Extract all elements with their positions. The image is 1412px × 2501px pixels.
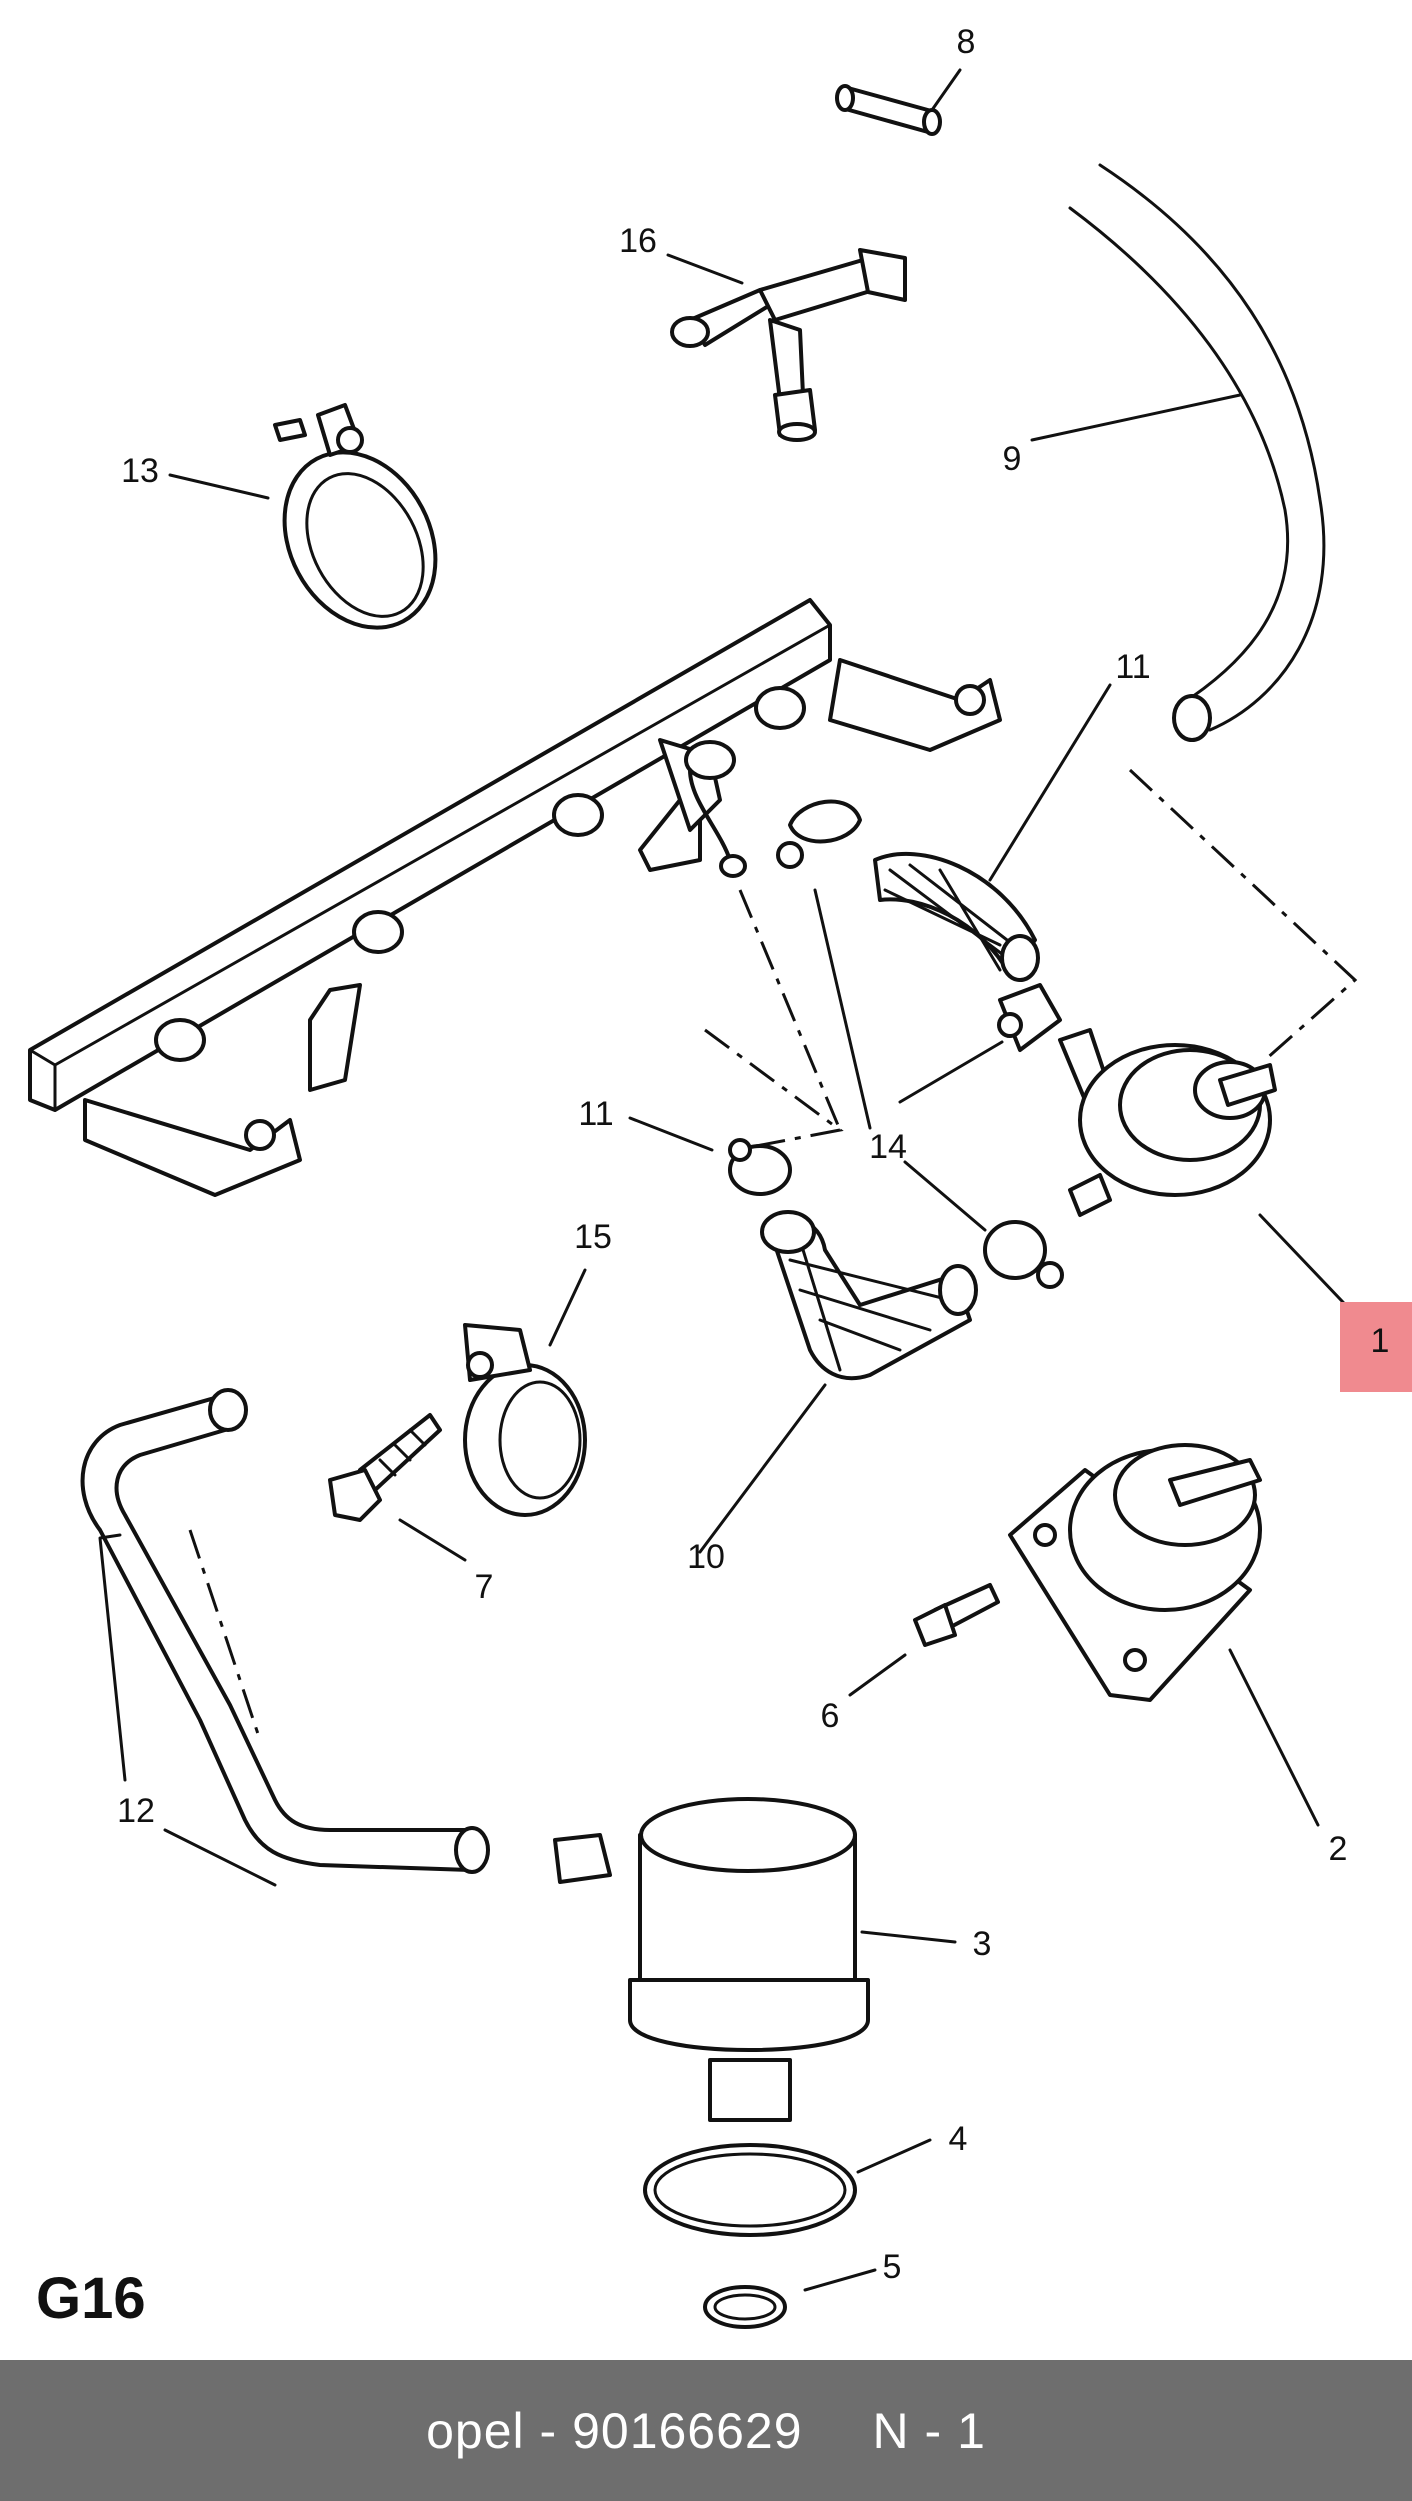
part-11-braided-hose-upper [873,851,1040,982]
part-13-clamp-ring [273,403,438,630]
callout-4: 4 [949,2120,968,2158]
assembly-guide-lines [188,768,1358,1741]
callout-3: 3 [973,1925,992,1963]
callout-12: 12 [117,1792,155,1830]
brand-name: opel [426,2402,525,2459]
callout-11-upper: 11 [1115,648,1150,686]
part-16-t-connector [670,248,907,442]
part-2-regulator-assembly [1008,1443,1262,1702]
callout-14: 14 [869,1128,907,1166]
callout-15: 15 [574,1218,612,1256]
callout-9: 9 [1003,440,1022,478]
callout-1-highlight [1340,1302,1412,1392]
callout-6: 6 [821,1697,840,1735]
callout-5: 5 [883,2248,902,2286]
part-1-pressure-regulator [1058,1028,1277,1217]
position-code: N - 1 [872,2402,986,2459]
section-code: G16 [36,2266,146,2331]
callout-16: 16 [619,222,657,260]
separator-dash: - [539,2402,558,2459]
callout-10: 10 [687,1538,725,1576]
callout-2: 2 [1329,1830,1348,1868]
exploded-parts-diagram: 8 16 9 13 11 11 14 15 1 10 7 6 2 12 3 4 … [28,23,1412,2331]
part-10-braided-elbow-hose [760,1210,978,1381]
part-14-hose-clamps [776,799,1064,1289]
part-footer-bar: opel - 90166629 N - 1 [0,2360,1412,2501]
part-12-bent-pipe [80,1388,490,1874]
callout-7: 7 [475,1568,494,1606]
callout-1: 1 [1371,1322,1390,1360]
callout-13: 13 [121,452,159,490]
fuel-rail [28,598,1002,1197]
callout-8: 8 [957,23,976,61]
part-9-hose [1068,163,1326,742]
part-7-bolt [328,1413,442,1522]
footer-space [557,2402,572,2460]
part-4-o-ring [643,2143,857,2237]
part-11-small-clamp [728,1138,792,1196]
part-5-seal [703,2285,787,2329]
callout-labels: 8 16 9 13 11 11 14 15 1 10 7 6 2 12 3 4 … [117,23,1412,2286]
callout-11-lower: 11 [578,1095,613,1133]
part-6-fitting [913,1583,1000,1647]
part-15-clamp [463,1323,587,1517]
footer-separator [525,2402,540,2460]
part-number: 90166629 [572,2402,803,2459]
part-3-canister [553,1797,870,2122]
leader-lines [98,68,1362,2292]
part-8-pipe-stub [835,84,942,136]
